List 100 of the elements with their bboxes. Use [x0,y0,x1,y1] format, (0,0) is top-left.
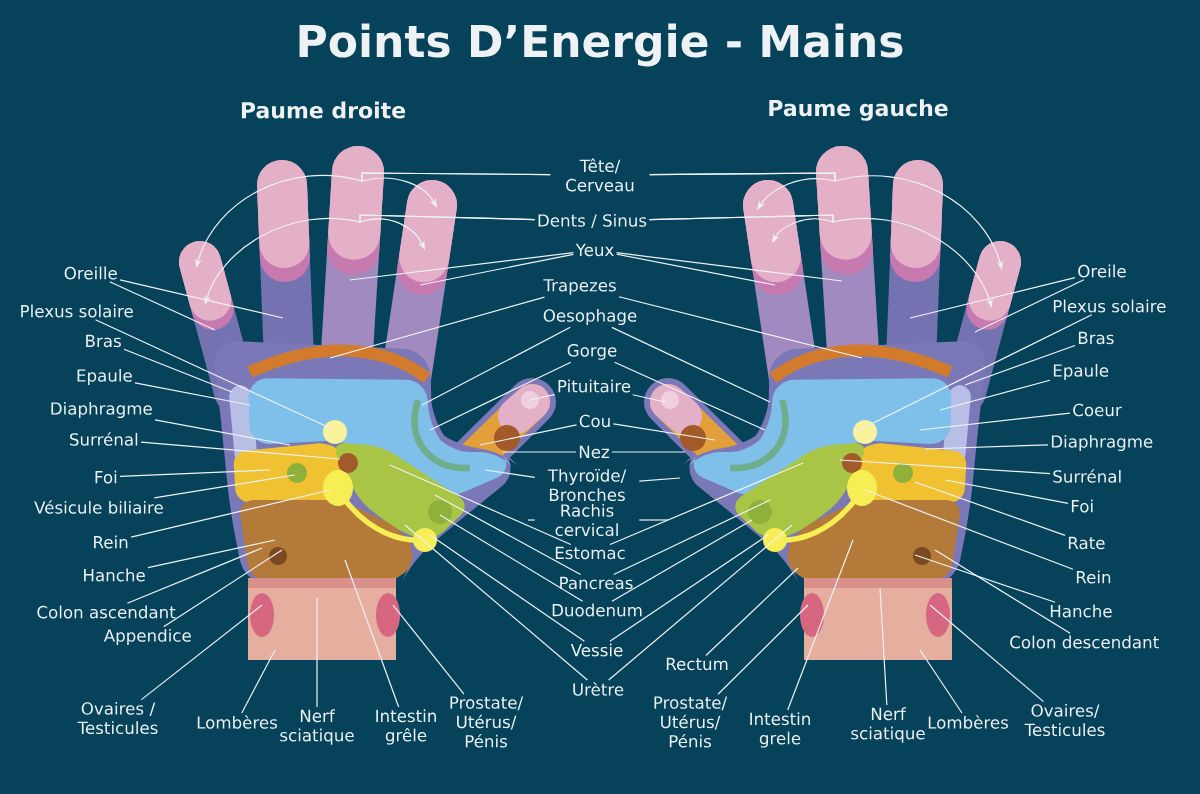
leader-line [123,348,233,393]
leader-line [839,459,1051,475]
leader-line [484,469,536,478]
leader-line [611,519,753,602]
leader-line [616,253,776,286]
body-part-label: Appendice [103,628,191,646]
leader-line [879,587,888,706]
leader-line [140,604,263,701]
body-part-label: Plexus solaire [1053,299,1166,313]
leader-line [527,519,536,521]
leader-line [919,649,963,714]
body-part-label: Intestin grêle [376,709,436,745]
leader-line [717,604,809,695]
leader-line [94,319,331,429]
leader-line [109,281,216,331]
body-part-label: Oreille [64,266,117,280]
leader-line [613,499,771,576]
body-part-label: Epaule [77,368,132,386]
leader-line [944,479,1069,504]
leader-line [608,524,793,681]
body-part-label: Rachis cervical [555,503,618,537]
body-part-label: Vessie [570,643,623,657]
body-part-label: Diaphragme [1051,434,1153,452]
body-part-label: Ovaires/ Testicules [1024,703,1105,737]
leader-line [392,604,465,695]
leader-line [421,326,571,406]
body-part-label: Hanche [1050,604,1112,618]
body-part-label: Trapezes [543,279,616,295]
subtitle: Paume droite [241,101,406,119]
body-part-label: Pituitaire [558,379,631,393]
leader-line [349,252,574,281]
body-part-label: Hanche [84,568,145,582]
body-part-label: Yeux [575,243,614,257]
leader-line [934,549,1071,634]
body-part-label: Coeur [1073,403,1122,417]
body-part-label: Colon ascendant [37,605,176,619]
leader-line [316,597,318,708]
body-part-label: Surrénal [70,432,138,446]
body-part-label: Rectum [666,657,728,671]
body-part-label: Urètre [573,682,624,696]
body-part-label: Foi [95,470,117,484]
leader-line [147,539,276,569]
leader-line [616,252,843,282]
body-part-label: Colon descendant [1010,635,1159,649]
leader-line [787,539,854,711]
body-part-label: Bras [86,334,121,348]
body-part-label: Lombères [928,715,1009,729]
leader-line [329,296,546,359]
leader-line [439,514,584,602]
leader-line [638,519,669,521]
leader-line [864,489,1074,570]
subtitle: Paume gauche [769,99,948,121]
leader-line [614,361,766,431]
leader-line [154,419,291,446]
body-part-label: Oreile [1078,264,1126,278]
leader-line [502,451,577,453]
leader-line [344,559,400,708]
body-part-label: Surrénal [1053,469,1121,483]
body-part-label: Dents / Sinus [538,213,647,229]
leader-line [479,424,578,446]
leader-line [404,524,588,681]
leader-line [632,394,666,403]
leader-line [854,314,1093,433]
leader-line [611,326,771,403]
leader-line [134,382,251,406]
body-part-label: Cou [579,414,610,428]
leader-line [529,394,556,401]
body-part-label: Epaule [1053,363,1109,381]
leader-line [609,462,804,546]
leader-line [609,534,769,642]
leader-line [130,489,331,538]
body-part-label: Bras [1078,331,1114,345]
body-part-label: Plexus solaire [21,304,133,318]
leader-line [924,444,1049,450]
leader-line [140,441,341,460]
leader-line [119,469,271,477]
leader-line [429,534,585,642]
body-part-label: Foi [1071,499,1093,513]
leader-line [638,477,681,482]
body-part-label: Rein [94,535,128,549]
leader-line [705,567,799,657]
leader-line [163,549,283,628]
leader-line [919,412,1071,431]
body-part-label: Diaphragme [51,401,152,419]
body-part-label: Nerf sciatique [851,707,925,743]
leader-line [611,451,686,453]
leader-line [126,547,263,604]
body-part-label: Estomac [555,546,625,560]
leader-line [909,277,1076,319]
leader-line [434,494,582,576]
body-part-label: Ovaires / Testicules [77,701,158,735]
body-part-label: Thyroïde/ Bronches [547,468,627,502]
body-part-label: Pancreas [560,576,633,590]
body-part-label: Vésicule biliaire [34,500,163,514]
body-part-label: Prostate/ Utérus/ Pénis [450,696,524,748]
leader-line [119,279,284,319]
leader-line [429,361,572,431]
leader-line [612,423,716,441]
body-part-label: Duodenum [552,603,642,617]
body-part-label: Nerf sciatique [280,709,354,745]
